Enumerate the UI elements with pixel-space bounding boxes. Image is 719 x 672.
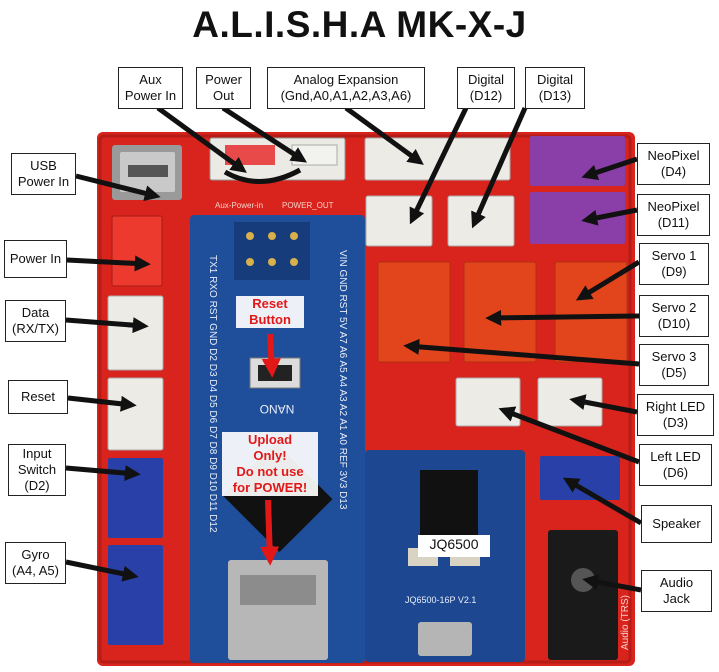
label-digital-d13-line: (D13) (539, 88, 572, 104)
label-data-line: (RX/TX) (12, 321, 59, 337)
label-input-switch-line: Switch (18, 462, 56, 478)
label-servo1: Servo 1(D9) (639, 243, 709, 285)
label-audio-jack-line: Audio (660, 575, 693, 591)
silk-audio: Audio (TRS) (620, 595, 631, 650)
label-gyro-line: (A4, A5) (12, 563, 59, 579)
label-digital-d13: Digital(D13) (525, 67, 585, 109)
note-upload-only-line: Do not use (222, 464, 318, 480)
label-aux-power-in: AuxPower In (118, 67, 183, 109)
label-neopixel-d11-line: (D11) (658, 215, 690, 231)
power-in-connector (112, 216, 162, 286)
label-audio-jack-line: Jack (663, 591, 690, 607)
label-servo2: Servo 2(D10) (639, 295, 709, 337)
label-digital-d13-line: Digital (537, 72, 573, 88)
note-upload-only-line: Only! (222, 448, 318, 464)
label-analog-expansion-line: Analog Expansion (294, 72, 399, 88)
label-digital-d12-line: (D12) (470, 88, 503, 104)
label-aux-power-in-line: Power In (125, 88, 176, 104)
note-reset-button-line: Button (236, 312, 304, 328)
label-data: Data(RX/TX) (5, 300, 66, 342)
speaker-connector (540, 456, 620, 500)
label-power-out-line: Out (213, 88, 234, 104)
label-neopixel-d11: NeoPixel(D11) (637, 194, 710, 236)
neopixel-d4-connector (530, 136, 625, 186)
label-usb-power-in-line: USB (30, 158, 57, 174)
left-led-connector (456, 378, 520, 426)
servo2-connector (464, 262, 536, 362)
page-title: A.L.I.S.H.A MK-X-J (0, 4, 719, 46)
label-gyro-line: Gyro (21, 547, 49, 563)
label-neopixel-d4: NeoPixel(D4) (637, 143, 710, 185)
label-left-led-line: (D6) (663, 465, 688, 481)
arrow-reset-button (270, 334, 272, 372)
reset-connector (108, 378, 163, 450)
audio-jack-part (548, 530, 618, 660)
label-gyro: Gyro(A4, A5) (5, 542, 66, 584)
label-servo2-line: Servo 2 (652, 300, 697, 316)
silk-power-out: POWER_OUT (282, 201, 334, 210)
jq-silk: JQ6500-16P V2.1 (405, 595, 476, 605)
label-audio-jack: AudioJack (641, 570, 712, 612)
jq6500-caption: JQ6500 (418, 535, 490, 557)
arrow-servo2 (490, 316, 639, 318)
label-power-out: PowerOut (196, 67, 251, 109)
neopixel-d11-connector (530, 192, 625, 244)
label-speaker-line: Speaker (652, 516, 700, 532)
label-left-led-line: Left LED (650, 449, 701, 465)
label-servo3-line: Servo 3 (652, 349, 697, 365)
silk-aux-power: Aux-Power-in (215, 201, 263, 210)
label-neopixel-d4-line: NeoPixel (647, 148, 699, 164)
data-connector (108, 296, 163, 370)
label-analog-expansion: Analog Expansion(Gnd,A0,A1,A2,A3,A6) (267, 67, 425, 109)
note-reset-button-line: Reset (236, 296, 304, 312)
nano-silk-top: TX1 RXO RST GND D2 D3 D4 D5 D6 D7 D8 D9 … (207, 255, 218, 533)
label-servo2-line: (D10) (658, 316, 691, 332)
label-left-led: Left LED(D6) (639, 444, 712, 486)
label-power-out-line: Power (205, 72, 242, 88)
label-reset: Reset (8, 380, 68, 414)
label-data-line: Data (22, 305, 49, 321)
label-servo1-line: Servo 1 (652, 248, 697, 264)
label-power-in-line: Power In (10, 251, 61, 267)
label-neopixel-d11-line: NeoPixel (647, 199, 699, 215)
label-input-switch: InputSwitch(D2) (8, 444, 66, 496)
arrow-upload-only (268, 500, 270, 560)
nano-silk-bottom: VIN GND RST 5V A7 A6 A5 A4 A3 A2 A1 A0 R… (337, 250, 348, 510)
label-neopixel-d4-line: (D4) (661, 164, 686, 180)
nano-label: NANO (260, 402, 295, 416)
label-input-switch-line: Input (23, 446, 52, 462)
analog-expansion-connector (365, 138, 510, 180)
label-digital-d12-line: Digital (468, 72, 504, 88)
note-reset-button: ResetButton (236, 296, 304, 328)
label-speaker: Speaker (641, 505, 712, 543)
label-usb-power-in: USBPower In (11, 153, 76, 195)
label-reset-line: Reset (21, 389, 55, 405)
label-digital-d12: Digital(D12) (457, 67, 515, 109)
label-analog-expansion-line: (Gnd,A0,A1,A2,A3,A6) (281, 88, 412, 104)
gyro-connector (108, 545, 163, 645)
label-servo3-line: (D5) (661, 365, 686, 381)
label-right-led-line: Right LED (646, 399, 705, 415)
label-right-led: Right LED(D3) (637, 394, 714, 436)
label-aux-power-in-line: Aux (139, 72, 161, 88)
label-power-in: Power In (4, 240, 67, 278)
label-right-led-line: (D3) (663, 415, 688, 431)
note-upload-only-line: Upload (222, 432, 318, 448)
label-servo3: Servo 3(D5) (639, 344, 709, 386)
note-upload-only-line: for POWER! (222, 480, 318, 496)
label-input-switch-line: (D2) (24, 478, 49, 494)
label-usb-power-in-line: Power In (18, 174, 69, 190)
note-upload-only: UploadOnly!Do not usefor POWER! (222, 432, 318, 496)
label-servo1-line: (D9) (661, 264, 686, 280)
